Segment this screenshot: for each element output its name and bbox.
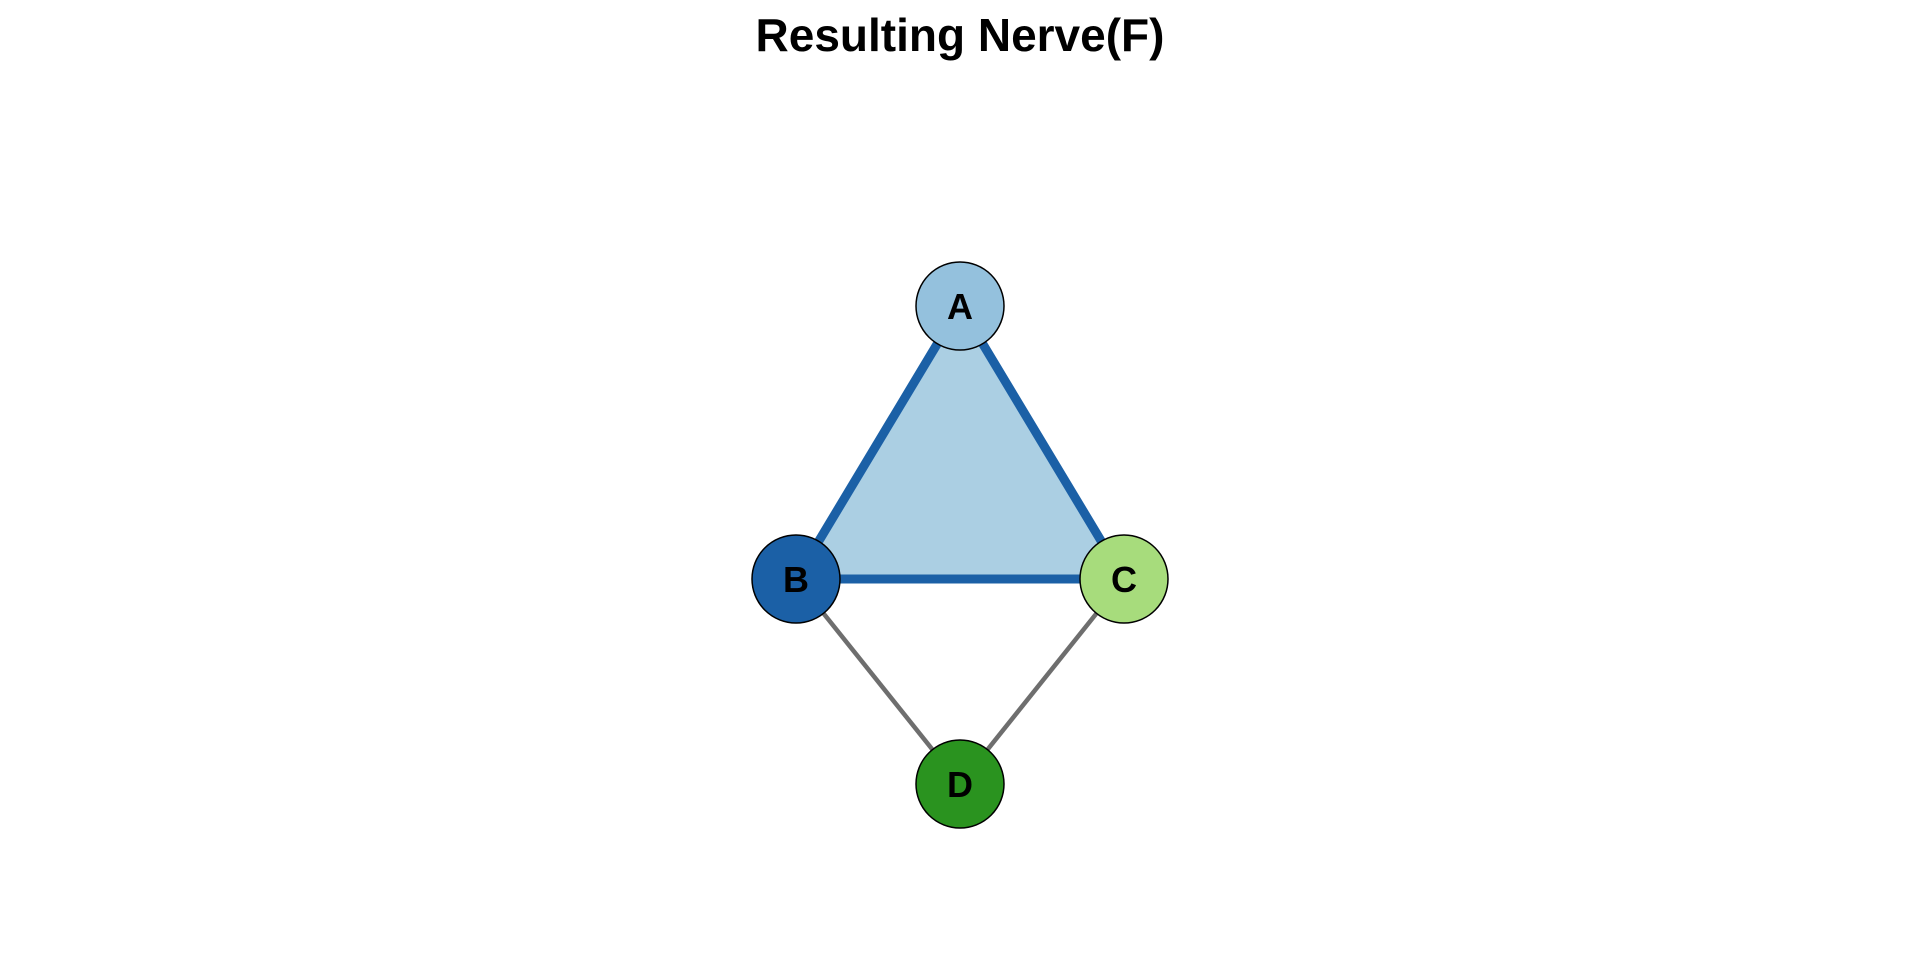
node-label-a: A <box>947 286 973 327</box>
node-a: A <box>915 261 1005 351</box>
node-circle-c <box>1079 534 1169 624</box>
node-label-b: B <box>783 559 809 600</box>
face-abc <box>796 306 1124 579</box>
edge-ac <box>956 303 1128 582</box>
node-b: B <box>751 534 841 624</box>
node-circle-b <box>751 534 841 624</box>
node-circle-a <box>915 261 1005 351</box>
node-label-d: D <box>947 764 973 805</box>
edge-ab <box>792 303 964 582</box>
faces-layer <box>796 306 1124 579</box>
node-d: D <box>915 739 1005 829</box>
node-label-c: C <box>1111 559 1137 600</box>
node-circle-d <box>915 739 1005 829</box>
diagram-title: Resulting Nerve(F) <box>755 9 1165 61</box>
node-c: C <box>1079 534 1169 624</box>
nodes-layer: A B C D <box>751 261 1169 829</box>
